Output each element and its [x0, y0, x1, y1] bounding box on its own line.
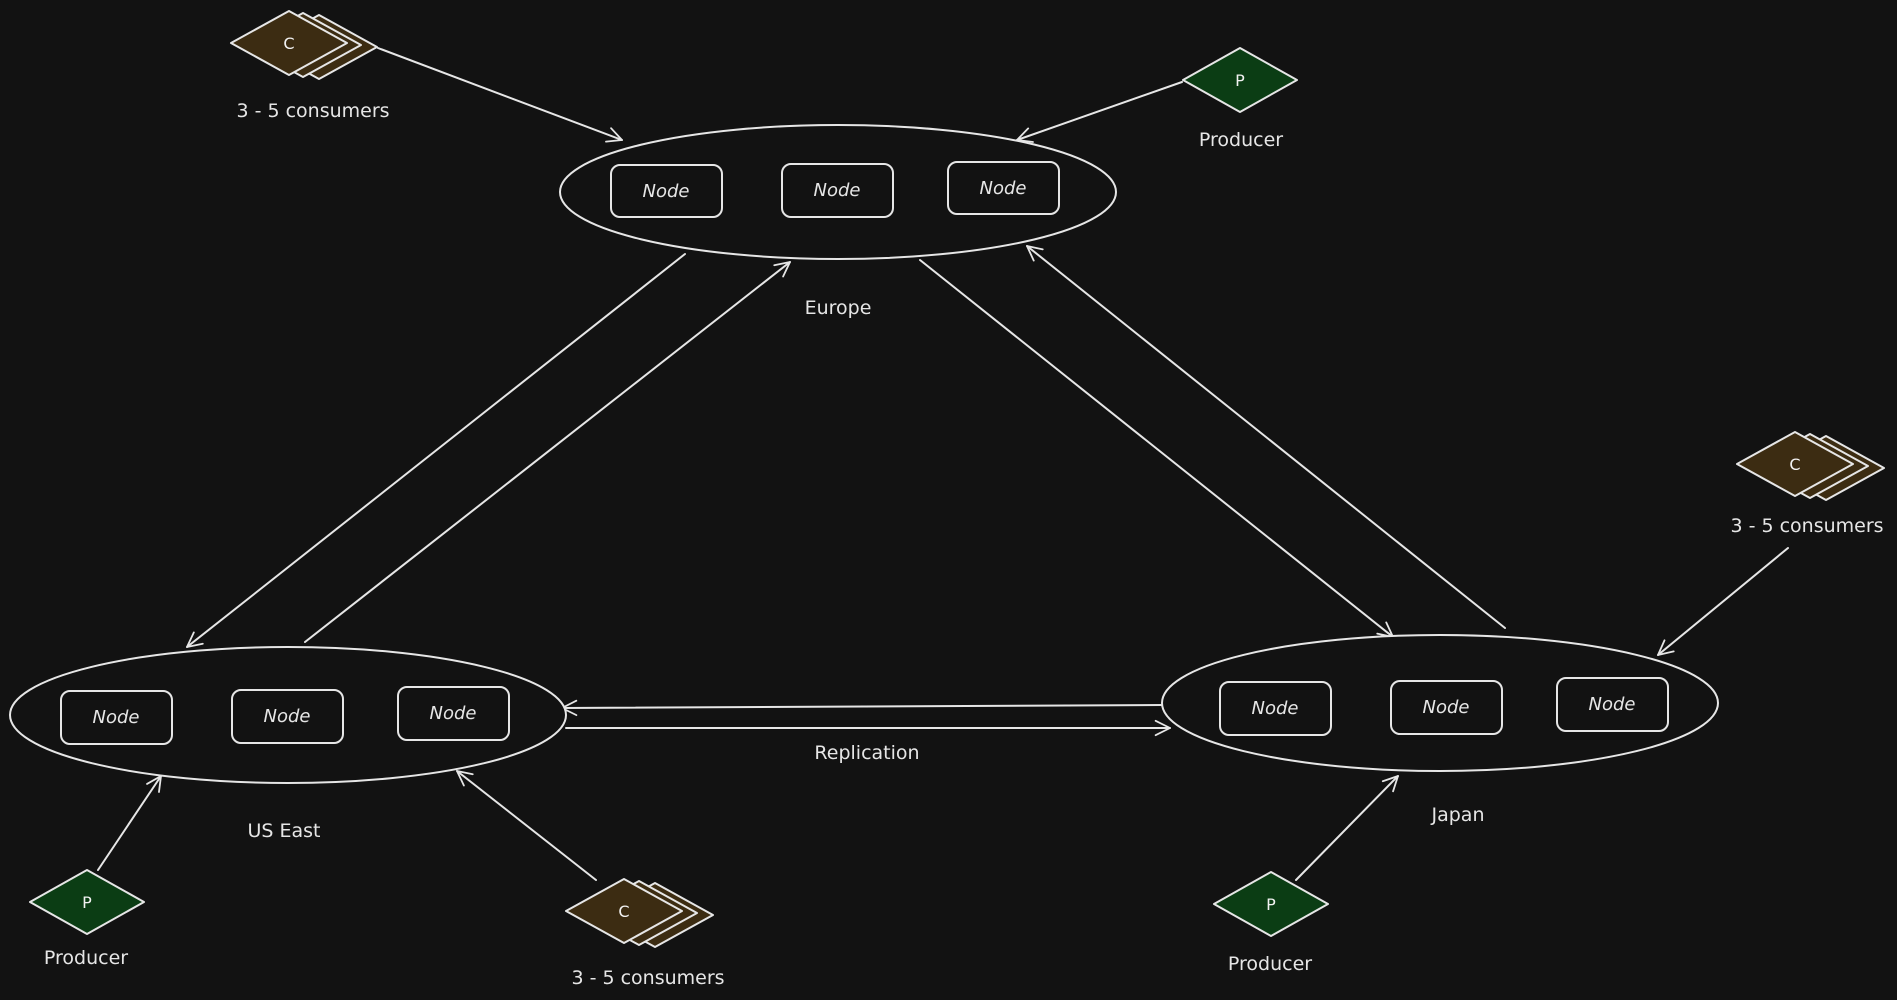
consumer-diamond-icon	[1736, 431, 1854, 497]
consumer-diamond-icon	[565, 878, 683, 944]
europe-node-1: Node	[610, 164, 723, 218]
node-label: Node	[980, 178, 1027, 199]
producer-diamond-icon	[1182, 47, 1298, 113]
node-label: Node	[1589, 694, 1636, 715]
arrow-producer-to-japan	[1295, 775, 1399, 881]
europe-node-3: Node	[947, 161, 1060, 215]
producer-europe: P Producer	[1182, 47, 1298, 151]
node-label: Node	[643, 181, 690, 202]
arrow-europe-to-japan	[919, 259, 1394, 638]
node-label: Node	[264, 706, 311, 727]
japan-node-1: Node	[1219, 681, 1332, 736]
arrow-us-east-to-europe	[304, 261, 791, 643]
consumers-us-east: C 3 - 5 consumers	[565, 878, 725, 989]
producer-glyph: P	[82, 893, 92, 912]
region-japan: Node Node Node Japan	[1161, 634, 1719, 826]
node-label: Node	[1423, 697, 1470, 718]
arrow-consumers-to-europe	[377, 47, 623, 143]
consumer-label: 3 - 5 consumers	[571, 967, 724, 989]
producer-label: Producer	[1228, 953, 1312, 975]
arrow-europe-to-us-east	[186, 253, 686, 648]
arrow-consumers-to-us-east	[456, 770, 597, 881]
node-label: Node	[1252, 698, 1299, 719]
consumer-label: 3 - 5 consumers	[236, 100, 389, 122]
region-us-east-label: US East	[247, 820, 320, 842]
consumer-glyph: C	[1789, 455, 1800, 474]
us-east-node-1: Node	[60, 690, 173, 745]
producer-us-east: P Producer	[29, 869, 145, 969]
japan-node-3: Node	[1556, 677, 1669, 732]
arrow-producer-to-europe	[1016, 81, 1183, 143]
consumer-glyph: C	[283, 34, 294, 53]
region-japan-label: Japan	[1431, 804, 1485, 826]
europe-node-2: Node	[781, 163, 894, 218]
consumers-europe: C 3 - 5 consumers	[230, 10, 390, 122]
arrow-japan-to-us-east	[561, 699, 1163, 717]
node-label: Node	[430, 703, 477, 724]
producer-label: Producer	[44, 947, 128, 969]
japan-node-2: Node	[1390, 680, 1503, 735]
replication-arrows	[186, 245, 1506, 737]
replication-label: Replication	[814, 742, 919, 764]
region-us-east: Node Node Node US East	[9, 646, 567, 842]
consumer-label: 3 - 5 consumers	[1730, 515, 1883, 537]
us-east-node-3: Node	[397, 686, 510, 741]
producer-diamond-icon	[1213, 871, 1329, 937]
producer-diamond-icon	[29, 869, 145, 935]
consumer-glyph: C	[618, 902, 629, 921]
node-label: Node	[93, 707, 140, 728]
arrow-producer-to-us-east	[97, 775, 162, 871]
us-east-node-2: Node	[231, 689, 344, 744]
arrow-consumers-to-japan	[1657, 547, 1789, 656]
region-europe-label: Europe	[805, 297, 872, 319]
producer-glyph: P	[1266, 895, 1276, 914]
consumers-japan: C 3 - 5 consumers	[1730, 431, 1885, 537]
producer-label: Producer	[1199, 129, 1283, 151]
consumer-diamond-icon	[230, 10, 348, 76]
arrow-japan-to-europe	[1026, 245, 1506, 629]
producer-japan: P Producer	[1213, 871, 1329, 975]
producer-glyph: P	[1235, 71, 1245, 90]
client-arrows	[97, 47, 1789, 881]
region-europe: Node Node Node Europe	[559, 124, 1117, 319]
node-label: Node	[814, 180, 861, 201]
